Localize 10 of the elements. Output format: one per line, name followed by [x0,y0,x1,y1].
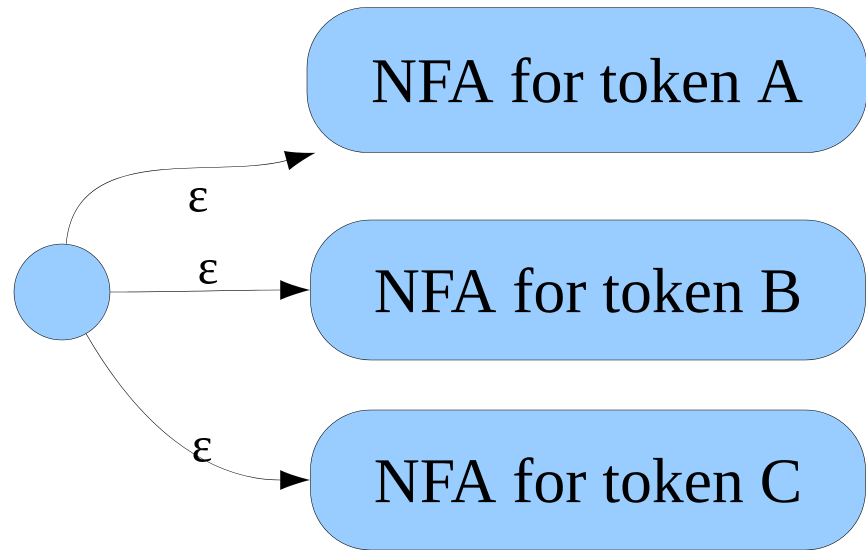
arrow [86,334,310,490]
nfa-cloud: NFA for token A [306,7,866,153]
state-circle [14,244,110,340]
nfa-cloud: NFA for token C [310,410,866,550]
nfa-cloud: NFA for token B [310,220,866,360]
edge-label: ε [193,438,212,462]
edge-label: ε [199,260,218,284]
arrow [110,280,310,300]
edge-label: ε [189,188,208,212]
arrow [66,150,315,244]
